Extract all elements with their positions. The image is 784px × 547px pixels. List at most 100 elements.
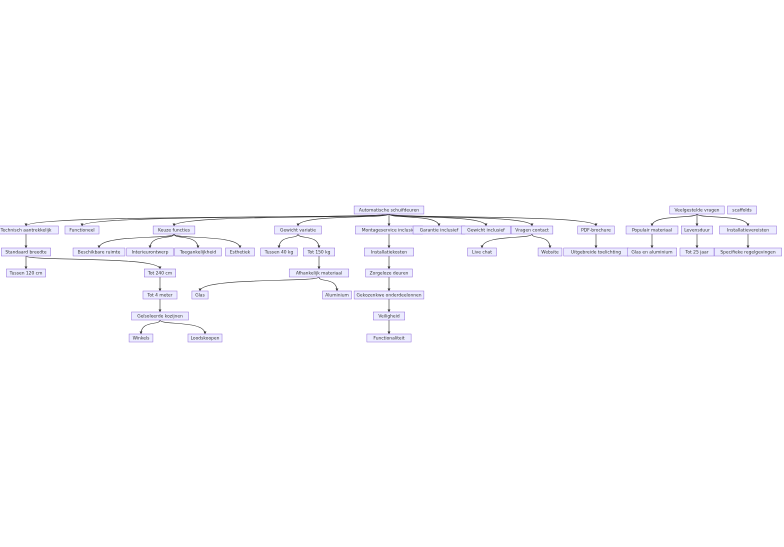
node-misc[interactable]: scaffolds xyxy=(727,205,757,215)
node-box xyxy=(274,225,322,235)
node-n4[interactable]: Gewicht variatie xyxy=(274,225,322,235)
node-q3[interactable]: Installatievereisten xyxy=(719,225,777,235)
node-n3-1[interactable]: Beschikbare ruimte xyxy=(72,247,126,257)
node-q1[interactable]: Populair materiaal xyxy=(625,225,679,235)
edge-n3-n3_3 xyxy=(173,233,200,249)
edge-root-n6 xyxy=(388,213,441,227)
node-label: Afhankelijk materiaal xyxy=(296,271,342,277)
node-n1-1-2-1[interactable]: Tot 4 meter xyxy=(142,290,178,300)
node-label: Glas en aluminium xyxy=(631,250,672,256)
node-n4-2-1-1[interactable]: Glas xyxy=(191,290,209,300)
node-n1-1[interactable]: Standaard breedte xyxy=(1,247,51,257)
node-box xyxy=(6,268,46,278)
edges xyxy=(24,213,750,335)
node-label: Montageservice inclusief xyxy=(362,228,417,234)
node-label: Tot 150 kg xyxy=(307,250,331,256)
node-label: Technisch aantrekkelijk xyxy=(0,228,52,234)
edge-root-n7 xyxy=(388,213,488,227)
edge-n8-n8_2 xyxy=(531,233,552,249)
node-n1-1-1[interactable]: Tussen 120 cm xyxy=(6,268,46,278)
node-n5[interactable]: Montageservice inclusief xyxy=(355,225,423,235)
node-q[interactable]: Veelgestelde vragen xyxy=(669,205,725,215)
edge-root-n9 xyxy=(388,213,598,227)
node-n4-2[interactable]: Tot 150 kg xyxy=(303,247,335,257)
edge-n3-n3_2 xyxy=(148,233,175,249)
node-n1-1-2-1-1-2[interactable]: Loodskoopen xyxy=(187,333,223,343)
node-n8[interactable]: Vragen contact xyxy=(510,225,554,235)
node-label: Glas xyxy=(195,293,205,299)
node-q3-1[interactable]: Specifieke regelgevingen xyxy=(714,247,782,257)
node-label: Gekozenkwe onderdeelonnen xyxy=(356,293,421,299)
node-label: Functionaliteit xyxy=(373,336,404,342)
node-n8-1[interactable]: Live chat xyxy=(467,247,497,257)
node-label: Beschikbare ruimte xyxy=(78,250,121,256)
node-n5-1[interactable]: Installatiekosten xyxy=(364,247,414,257)
node-n9-1[interactable]: Uitgebreide toelichting xyxy=(563,247,629,257)
node-label: Levensduur xyxy=(684,228,710,234)
node-n4-1[interactable]: Tussen 40 kg xyxy=(260,247,298,257)
node-n4-2-1-2[interactable]: Aluminium xyxy=(322,290,352,300)
node-box xyxy=(142,290,178,300)
node-label: Zorgeloze deuren xyxy=(370,271,409,277)
node-box xyxy=(714,247,782,257)
edge-n4-n4_2 xyxy=(297,233,321,249)
node-n1[interactable]: Technisch aantrekkelijk xyxy=(0,225,59,235)
node-box xyxy=(365,268,413,278)
node-n5-1-1-1-1[interactable]: Veiligheid xyxy=(373,311,405,321)
edge-n4-n4_1 xyxy=(277,233,299,249)
node-n9[interactable]: PDF-brochure xyxy=(577,225,615,235)
node-label: Toegankelijkheid xyxy=(179,250,217,256)
node-n6[interactable]: Garantie inclusief xyxy=(412,225,466,235)
node-n2[interactable]: Functioneel xyxy=(64,225,100,235)
node-box xyxy=(625,225,679,235)
node-label: Live chat xyxy=(472,250,492,256)
node-n4-2-1[interactable]: Afhankelijk materiaal xyxy=(288,268,350,278)
node-n1-1-2-1-1[interactable]: Geïsoleerde kozijnen xyxy=(131,311,189,321)
node-label: Loodskoopen xyxy=(191,336,220,342)
node-box xyxy=(537,247,563,257)
edge-q-q1 xyxy=(650,213,698,227)
node-label: Tot 240 cm xyxy=(147,271,172,277)
node-label: Garantie inclusief xyxy=(420,228,459,234)
node-box xyxy=(288,268,350,278)
node-n5-1-1-1-1-1[interactable]: Functionaliteit xyxy=(366,333,412,343)
node-box xyxy=(681,225,713,235)
node-label: Installatievereisten xyxy=(727,228,769,234)
node-label: Automatische schuifdeuren xyxy=(359,208,419,214)
node-label: Interieurontwerp xyxy=(132,250,169,256)
node-box xyxy=(152,225,196,235)
node-n3-4[interactable]: Esthetiek xyxy=(225,247,255,257)
node-label: Gewicht variatie xyxy=(280,228,316,234)
node-box xyxy=(727,205,757,215)
node-label: Website xyxy=(541,250,559,256)
node-label: Tot 4 meter xyxy=(146,293,172,299)
node-n1-1-2[interactable]: Tot 240 cm xyxy=(144,268,176,278)
node-box xyxy=(128,333,154,343)
node-q2[interactable]: Levensduur xyxy=(681,225,713,235)
node-n5-1-1-1[interactable]: Gekozenkwe onderdeelonnen xyxy=(353,290,425,300)
node-box xyxy=(322,290,352,300)
node-q1-1[interactable]: Glas en aluminium xyxy=(627,247,677,257)
node-box xyxy=(461,225,511,235)
node-n7[interactable]: Gewicht inclusief xyxy=(461,225,511,235)
edge-n3-n3_1 xyxy=(97,233,175,249)
node-n3-3[interactable]: Toegankelijkheid xyxy=(174,247,222,257)
node-box xyxy=(260,247,298,257)
edge-n3-n3_4 xyxy=(173,233,242,249)
node-label: Esthetiek xyxy=(230,250,251,256)
node-box xyxy=(373,311,405,321)
edge-n1_1_2_1_1-n1_1_2_1_1_2 xyxy=(159,319,207,335)
node-n5-1-1[interactable]: Zorgeloze deuren xyxy=(365,268,413,278)
node-label: Vragen contact xyxy=(515,228,549,234)
node-n8-2[interactable]: Website xyxy=(537,247,563,257)
node-box xyxy=(719,225,777,235)
node-box xyxy=(131,311,189,321)
node-label: Veelgestelde vragen xyxy=(675,208,720,214)
node-n1-1-2-1-1-1[interactable]: Winkels xyxy=(128,333,154,343)
node-root[interactable]: Automatische schuifdeuren xyxy=(353,205,425,215)
node-n3[interactable]: Keuze functies xyxy=(152,225,196,235)
node-q2-1[interactable]: Tot 25 jaar xyxy=(679,247,715,257)
node-n3-2[interactable]: Interieurontwerp xyxy=(126,247,174,257)
node-box xyxy=(353,205,425,215)
edge-root-n3 xyxy=(172,213,390,227)
